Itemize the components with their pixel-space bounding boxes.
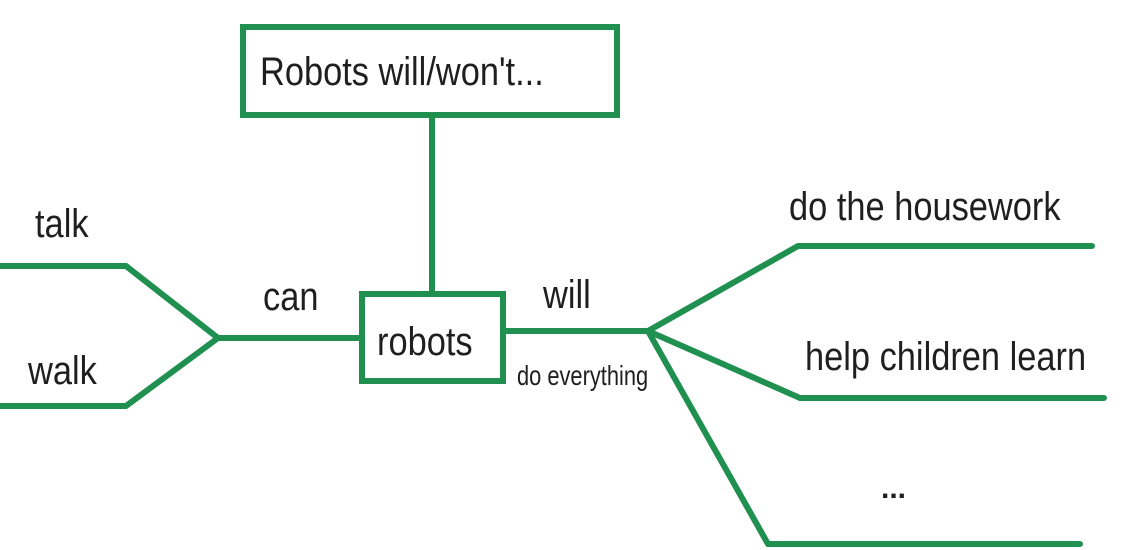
connector-label-can: can xyxy=(263,275,319,319)
top-box-label: Robots will/won't... xyxy=(260,50,544,94)
branch-line-more xyxy=(645,328,1083,547)
branch-label-housework: do the housework xyxy=(789,185,1061,229)
top-box xyxy=(240,24,620,118)
connector-label-do-everything: do everything xyxy=(517,360,649,391)
branch-line-help-children xyxy=(645,328,1107,401)
connector-label-will: will xyxy=(543,273,591,317)
branch-line-housework xyxy=(645,243,1095,334)
branch-label-ellipsis: ... xyxy=(881,472,907,505)
branch-line-talk xyxy=(0,263,221,341)
branch-label-walk: walk xyxy=(28,349,97,393)
center-box-label: robots xyxy=(377,320,473,364)
center-box xyxy=(359,291,506,384)
branch-label-help-children: help children learn xyxy=(805,335,1087,379)
branch-line-walk xyxy=(0,335,221,409)
branch-label-talk: talk xyxy=(35,202,89,246)
